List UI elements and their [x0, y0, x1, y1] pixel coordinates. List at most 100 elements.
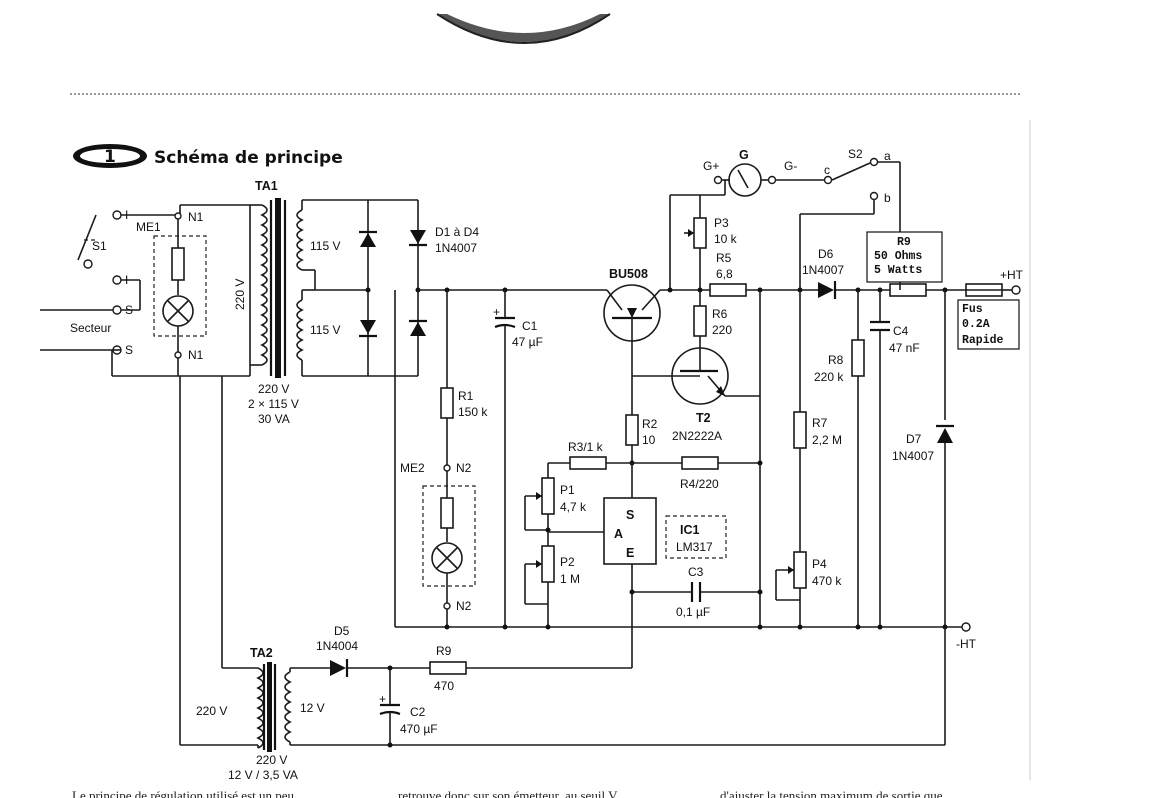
figure-title: 1 Schéma de principe: [73, 144, 343, 168]
labels-c3-v-label: 0,1 µF: [676, 605, 710, 619]
labels-fus-a-label: Fus: [962, 303, 983, 316]
labels-r9box-b-label: 50 Ohms: [874, 250, 922, 263]
labels-sb-label: b: [884, 191, 891, 205]
labels-r4-label: R4/220: [680, 477, 719, 491]
labels-ta1-s-a-label: 220 V: [258, 382, 289, 396]
labels-r5-v-label: 6,8: [716, 267, 733, 281]
labels-d5-v-label: 1N4004: [316, 639, 358, 653]
labels-d1d4-a-label: D1 à D4: [435, 225, 479, 239]
labels-d7-label: D7: [906, 432, 922, 446]
labels-ta2-a-label: 220 V: [256, 753, 287, 767]
labels-sb-label: S: [125, 343, 133, 357]
ta1-transformer: TA1 220 V 115 V 115 V 220 V 2 × 115 V 30…: [233, 179, 340, 426]
labels-t2-v-label: 2N2222A: [672, 429, 722, 443]
labels-r7-v-label: 2,2 M: [812, 433, 842, 447]
output-divider: R8 220 k C4 47 nF R7 2,2 M P4 470 k D7 1…: [775, 290, 954, 627]
body-text-1-label: retrouve donc sur son émetteur, au seuil…: [398, 788, 618, 798]
labels-fus-b-label: 0.2A: [962, 318, 990, 331]
labels-gp-label: G+: [703, 159, 719, 173]
mains-input: I I S S S1 Secteur: [40, 204, 250, 377]
labels-c1-v-label: 47 µF: [512, 335, 543, 349]
labels-ta2-p-label: 220 V: [196, 704, 227, 718]
labels-r1-v-label: 150 k: [458, 405, 488, 419]
labels-r6-v-label: 220: [712, 323, 732, 337]
labels-bu508-label: BU508: [609, 267, 648, 281]
labels-d7-v-label: 1N4007: [892, 449, 934, 463]
labels-r9b-v-label: 470: [434, 679, 454, 693]
labels-p3-label: P3: [714, 216, 729, 230]
labels-secteur-label: Secteur: [70, 321, 111, 335]
labels-r7-label: R7: [812, 416, 828, 430]
labels-p1-v-label: 4,7 k: [560, 500, 587, 514]
labels-r1-label: R1: [458, 389, 474, 403]
labels-ic1-label: IC1: [680, 523, 700, 537]
labels-p1-label: P1: [560, 483, 575, 497]
labels-s2-label: S2: [848, 147, 863, 161]
labels-r2-label: R2: [642, 417, 658, 431]
labels-ta2-b-label: 12 V / 3,5 VA: [228, 768, 298, 782]
labels-c3-label: C3: [688, 565, 704, 579]
labels-me1-label: ME1: [136, 220, 161, 234]
ta2-supply: TA2 220 V 12 V 220 V 12 V / 3,5 VA D5 1N…: [179, 376, 946, 782]
labels-d6-v-label: 1N4007: [802, 263, 844, 277]
labels-ta1-s-b-label: 2 × 115 V: [248, 397, 299, 411]
labels-gm-label: G-: [784, 159, 797, 173]
labels-p2-label: P2: [560, 555, 575, 569]
r9-annotation-box: [866, 231, 943, 283]
labels-ta1-p-label: 220 V: [233, 279, 247, 310]
me1-lamp: ME1 N1 N1: [136, 210, 207, 376]
labels-n1b-label: N1: [188, 348, 204, 362]
body-text-0-label: Le principe de régulation utilisé est un…: [72, 788, 295, 798]
labels-r9b-label: R9: [436, 644, 452, 658]
labels-d1d4-b-label: 1N4007: [435, 241, 477, 255]
labels-c4-label: C4: [893, 324, 909, 338]
labels-r8-label: R8: [828, 353, 844, 367]
labels-d5-label: D5: [334, 624, 350, 638]
labels-plus-label: +: [379, 692, 386, 706]
labels-p3-v-label: 10 k: [714, 232, 738, 246]
labels-htp-label: +HT: [1000, 268, 1024, 282]
labels-htm-label: -HT: [956, 637, 977, 651]
labels-c2-label: C2: [410, 705, 426, 719]
bridge-rectifier: D1 à D4 1N4007: [302, 199, 479, 377]
p3-r5-r6-t2: P3 10 k R5 6,8 R6 220 T2 2N2222A: [632, 194, 820, 627]
labels-r5-label: R5: [716, 251, 732, 265]
labels-c4-v-label: 47 nF: [889, 341, 920, 355]
c1-capacitor: + C1 47 µF: [493, 290, 543, 627]
labels-g-label: G: [739, 148, 749, 162]
labels-n2a-label: N2: [456, 461, 472, 475]
labels-p2-v-label: 1 M: [560, 572, 580, 586]
labels-ic-s-label: S: [626, 508, 634, 522]
labels-sa-label: S: [125, 303, 133, 317]
labels-c1-label: C1: [522, 319, 538, 333]
labels-ta1-s2-label: 115 V: [310, 323, 340, 337]
labels-ib-label: I: [125, 273, 128, 287]
body-text-2-label: d'ajuster la tension maximum de sortie q…: [720, 788, 943, 798]
labels-d6-label: D6: [818, 247, 834, 261]
labels-n1a-label: N1: [188, 210, 204, 224]
r1-me2-branch: R1 150 k ME2 N2 N2: [400, 290, 488, 627]
labels-me2-label: ME2: [400, 461, 425, 475]
labels-s1-label: S1: [92, 239, 107, 253]
labels-fus-c-label: Rapide: [962, 334, 1004, 347]
labels-c2-v-label: 470 µF: [400, 722, 438, 736]
labels-r9box-c-label: 5 Watts: [874, 264, 922, 277]
negative-rail: -HT: [394, 290, 977, 651]
labels-plus-label: +: [493, 305, 500, 319]
labels-ic1-v-label: LM317: [676, 540, 713, 554]
labels-r9box-a-label: R9: [897, 236, 911, 249]
labels-ic-a-label: A: [614, 527, 623, 541]
labels-ic-e-label: E: [626, 546, 634, 560]
body-text-fragment: Le principe de régulation utilisé est un…: [72, 788, 943, 798]
labels-t2-label: T2: [696, 411, 711, 425]
labels-r8-v-label: 220 k: [814, 370, 844, 384]
labels-ta2-s-label: 12 V: [300, 701, 325, 715]
labels-r2-v-label: 10: [642, 433, 656, 447]
figure-number: 1: [104, 147, 116, 167]
labels-ta1-s-c-label: 30 VA: [258, 412, 290, 426]
labels-p4-v-label: 470 k: [812, 574, 842, 588]
labels-r6-label: R6: [712, 307, 728, 321]
labels-ia-label: I: [125, 208, 128, 222]
